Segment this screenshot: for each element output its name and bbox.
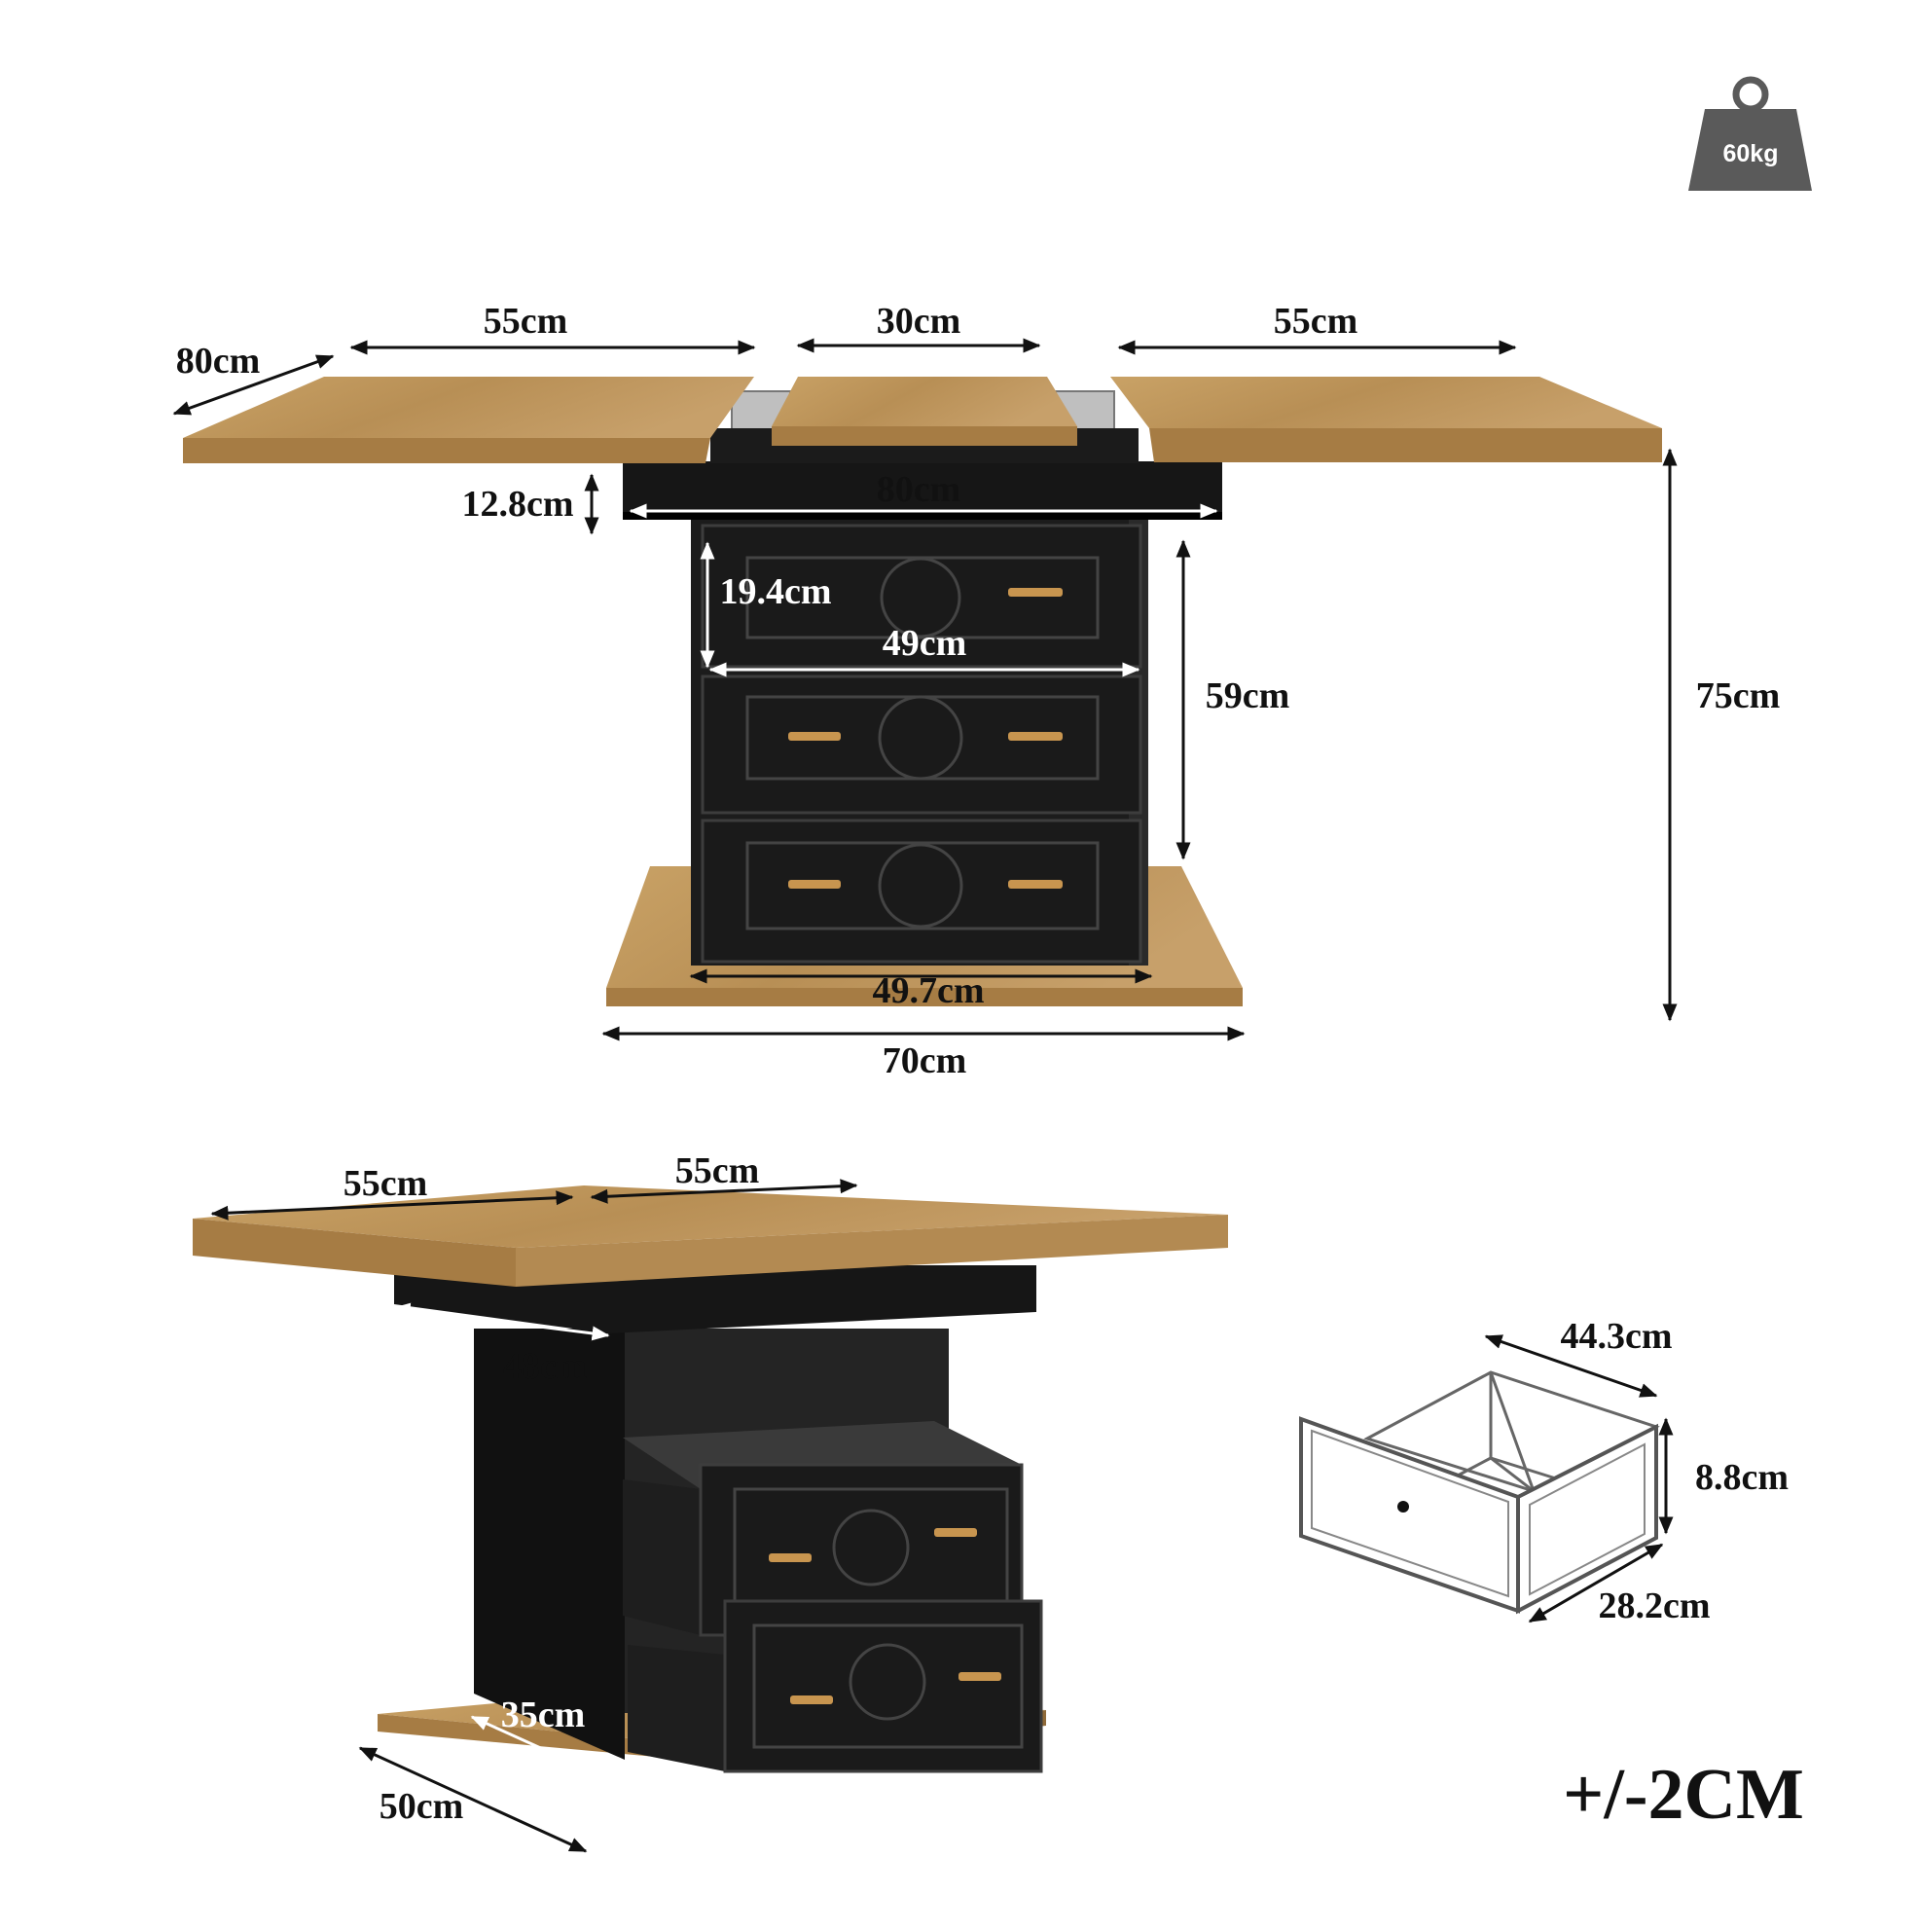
weight-badge: 60kg (1688, 76, 1812, 191)
drawer-3 (701, 819, 1142, 964)
base-plinth-edge (606, 988, 1243, 1006)
folded-dimensions: 55cm 55cm 48cm 35cm 50cm (210, 1150, 858, 1853)
dim-base-width: 70cm (883, 1040, 967, 1081)
drawer-handle (790, 1695, 833, 1704)
left-leaf-edge (183, 438, 710, 463)
drawer-handle (934, 1528, 977, 1537)
weight-label: 60kg (1723, 140, 1779, 167)
drawer-box-front (1299, 1416, 1520, 1614)
drawer-handle (769, 1553, 812, 1562)
drawer-box-dimensions: 44.3cm 8.8cm 28.2cm (1484, 1316, 1789, 1626)
right-leaf-top (1110, 377, 1662, 428)
tolerance-note: +/-2CM (1563, 1755, 1804, 1835)
drawer-handle (788, 880, 841, 889)
dim-drawer-width: 49cm (883, 623, 967, 664)
dim-cabinet-depth: 35cm (501, 1695, 586, 1735)
right-leaf-edge (1149, 428, 1662, 462)
drawer-2 (701, 674, 1142, 815)
folded-table-illustration (193, 1185, 1228, 1773)
dim-drawer-box-width: 44.3cm (1560, 1316, 1672, 1357)
weight-icon (1688, 109, 1812, 191)
open-drawer-2 (628, 1599, 1043, 1773)
dim-drawer-box-height: 8.8cm (1695, 1457, 1789, 1498)
dim-cabinet-base-width: 49.7cm (872, 970, 984, 1011)
drawer-handle (1008, 880, 1063, 889)
cabinet-side-panel (474, 1329, 625, 1760)
drawer-box-diagram (1299, 1370, 1660, 1615)
dim-drawer-box-depth: 28.2cm (1598, 1586, 1710, 1626)
center-leaf-edge (772, 426, 1077, 446)
drawer-handle (1008, 732, 1063, 741)
drawer-handle (958, 1672, 1001, 1681)
center-leaf-top (772, 377, 1077, 426)
dim-drawer-height: 19.4cm (719, 571, 831, 612)
dim-center-leaf-width: 30cm (877, 301, 961, 342)
dim-left-leaf-width: 55cm (484, 301, 568, 342)
dim-cabinet-height: 59cm (1206, 675, 1290, 716)
dim-apron-depth: 48cm (503, 1346, 588, 1387)
drawer-box-pull-hole (1397, 1501, 1409, 1513)
weight-icon-ring (1732, 76, 1769, 113)
extended-dimensions: 55cm 30cm 55cm 80cm 12.8cm 80cm 19.4cm 4… (172, 301, 1781, 1081)
drawer-handle (1008, 588, 1063, 597)
dim-total-height: 75cm (1696, 675, 1781, 716)
dim-right-leaf-width: 55cm (1274, 301, 1358, 342)
dim-apron-height: 12.8cm (461, 484, 573, 525)
dim-right-top-width: 55cm (675, 1150, 760, 1191)
drawer-handle (788, 732, 841, 741)
dim-base-depth: 50cm (380, 1786, 464, 1827)
dim-depth: 80cm (176, 341, 261, 382)
dim-left-top-width: 55cm (344, 1163, 428, 1204)
dim-apron-width: 80cm (877, 469, 961, 510)
left-leaf-top (183, 377, 754, 438)
table-top-edge (193, 1219, 516, 1287)
